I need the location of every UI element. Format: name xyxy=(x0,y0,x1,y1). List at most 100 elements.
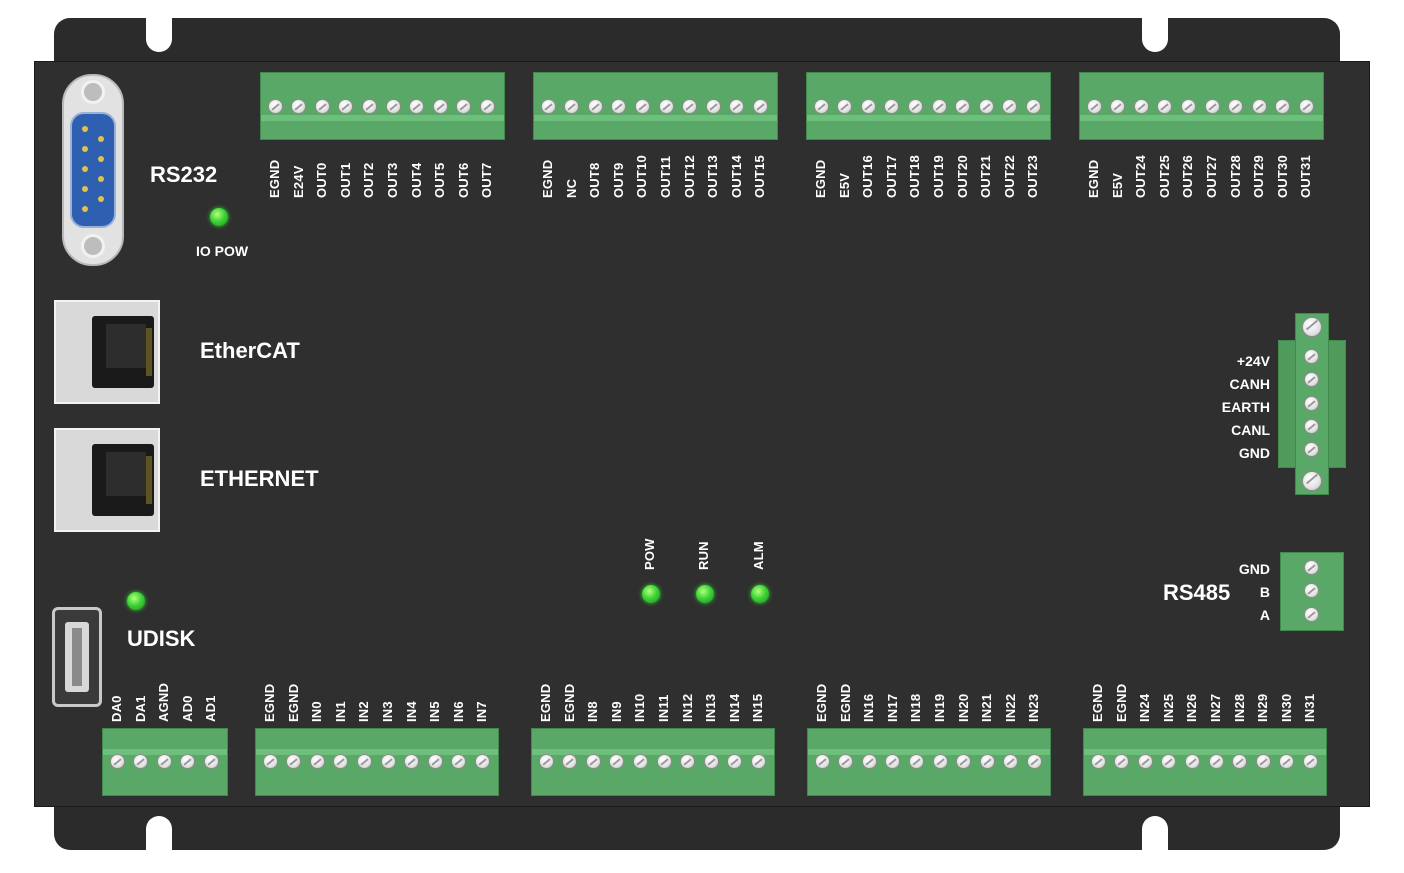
terminal-screw[interactable] xyxy=(1003,754,1019,769)
can-terminal-screw[interactable] xyxy=(1304,349,1319,364)
terminal-screw[interactable] xyxy=(611,99,627,114)
terminal-screw[interactable] xyxy=(432,99,448,114)
terminal-screw[interactable] xyxy=(813,99,829,114)
udisk-usb-port[interactable] xyxy=(52,607,102,707)
pin-label: IN31 xyxy=(1302,693,1318,722)
rs232-db9-connector[interactable] xyxy=(62,74,124,266)
rs485-terminal-screw[interactable] xyxy=(1304,583,1319,599)
terminal-screw[interactable] xyxy=(291,99,307,114)
terminal-screw[interactable] xyxy=(727,754,743,769)
can-terminal-screw[interactable] xyxy=(1304,442,1319,458)
terminal-screw[interactable] xyxy=(1157,99,1173,114)
terminal-screw[interactable] xyxy=(705,99,721,114)
terminal-screw[interactable] xyxy=(860,99,876,114)
terminal-screw[interactable] xyxy=(1232,754,1248,769)
terminal-screw[interactable] xyxy=(564,99,580,114)
terminal-screw[interactable] xyxy=(1086,99,1102,114)
terminal-screw[interactable] xyxy=(1279,754,1295,769)
terminal-screw[interactable] xyxy=(908,754,924,769)
terminal-screw[interactable] xyxy=(955,99,971,114)
terminal-screw[interactable] xyxy=(133,754,149,769)
terminal-screw[interactable] xyxy=(861,754,877,769)
terminal-screw[interactable] xyxy=(1114,754,1130,769)
terminal-screw[interactable] xyxy=(1110,99,1126,114)
terminal-screw[interactable] xyxy=(286,754,302,769)
terminal-screw[interactable] xyxy=(538,754,554,769)
terminal-screw[interactable] xyxy=(1275,99,1291,114)
terminal-screw[interactable] xyxy=(1161,754,1177,769)
terminal-screw[interactable] xyxy=(632,754,648,769)
terminal-screw[interactable] xyxy=(562,754,578,769)
terminal-screw[interactable] xyxy=(203,754,219,769)
terminal-screw[interactable] xyxy=(451,754,467,769)
terminal-screw[interactable] xyxy=(540,99,556,114)
terminal-screw[interactable] xyxy=(1184,754,1200,769)
terminal-screw[interactable] xyxy=(456,99,472,114)
terminal-screw[interactable] xyxy=(1025,99,1041,114)
terminal-screw[interactable] xyxy=(658,99,674,114)
terminal-screw[interactable] xyxy=(180,754,196,769)
terminal-screw[interactable] xyxy=(361,99,377,114)
terminal-screw[interactable] xyxy=(656,754,672,769)
terminal-screw[interactable] xyxy=(1255,754,1271,769)
terminal-screw[interactable] xyxy=(1298,99,1314,114)
terminal-screw[interactable] xyxy=(356,754,372,769)
terminal-screw[interactable] xyxy=(1137,754,1153,769)
terminal-screw[interactable] xyxy=(752,99,768,114)
terminal-screw[interactable] xyxy=(109,754,125,769)
terminal-screw[interactable] xyxy=(1228,99,1244,114)
terminal-screw[interactable] xyxy=(585,754,601,769)
terminal-screw[interactable] xyxy=(978,99,994,114)
can-pin-label-earth: EARTH xyxy=(1221,399,1270,415)
terminal-screw[interactable] xyxy=(333,754,349,769)
terminal-screw[interactable] xyxy=(338,99,354,114)
rs485-terminal-screw[interactable] xyxy=(1304,560,1319,575)
terminal-screw[interactable] xyxy=(1208,754,1224,769)
terminal-screw[interactable] xyxy=(309,754,325,769)
can-terminal-screw[interactable] xyxy=(1304,395,1319,411)
terminal-screw[interactable] xyxy=(838,754,854,769)
terminal-screw[interactable] xyxy=(409,99,425,114)
can-terminal-screw[interactable] xyxy=(1304,418,1319,434)
terminal-screw[interactable] xyxy=(479,99,495,114)
terminal-screw[interactable] xyxy=(474,754,490,769)
terminal-screw[interactable] xyxy=(1204,99,1220,114)
terminal-screw[interactable] xyxy=(1026,754,1042,769)
terminal-screw[interactable] xyxy=(885,754,901,769)
terminal-screw[interactable] xyxy=(682,99,698,114)
terminal-screw[interactable] xyxy=(932,754,948,769)
terminal-screw[interactable] xyxy=(380,754,396,769)
pin-label: OUT3 xyxy=(385,162,400,198)
ethernet-port[interactable] xyxy=(54,428,160,532)
terminal-screw[interactable] xyxy=(680,754,696,769)
terminal-screw[interactable] xyxy=(979,754,995,769)
terminal-screw[interactable] xyxy=(609,754,625,769)
terminal-screw[interactable] xyxy=(314,99,330,114)
terminal-screw[interactable] xyxy=(729,99,745,114)
terminal-screw[interactable] xyxy=(1302,754,1318,769)
terminal-screw[interactable] xyxy=(956,754,972,769)
terminal-screw[interactable] xyxy=(1090,754,1106,769)
terminal-screw[interactable] xyxy=(587,99,603,114)
terminal-screw[interactable] xyxy=(427,754,443,769)
terminal-screw[interactable] xyxy=(814,754,830,769)
terminal-screw[interactable] xyxy=(267,99,283,114)
terminal-screw[interactable] xyxy=(634,99,650,114)
terminal-screw[interactable] xyxy=(703,754,719,769)
terminal-screw[interactable] xyxy=(1133,99,1149,114)
ethercat-port[interactable] xyxy=(54,300,160,404)
can-terminal-screw[interactable] xyxy=(1304,372,1319,388)
terminal-screw[interactable] xyxy=(404,754,420,769)
terminal-screw[interactable] xyxy=(837,99,853,114)
terminal-screw[interactable] xyxy=(931,99,947,114)
terminal-screw[interactable] xyxy=(1180,99,1196,114)
terminal-screw[interactable] xyxy=(750,754,766,769)
terminal-screw[interactable] xyxy=(907,99,923,114)
terminal-screw[interactable] xyxy=(385,99,401,114)
terminal-screw[interactable] xyxy=(262,754,278,769)
terminal-screw[interactable] xyxy=(1251,99,1267,114)
rs485-terminal-screw[interactable] xyxy=(1304,606,1319,622)
terminal-screw[interactable] xyxy=(156,754,172,769)
terminal-screw[interactable] xyxy=(1002,99,1018,114)
terminal-screw[interactable] xyxy=(884,99,900,114)
